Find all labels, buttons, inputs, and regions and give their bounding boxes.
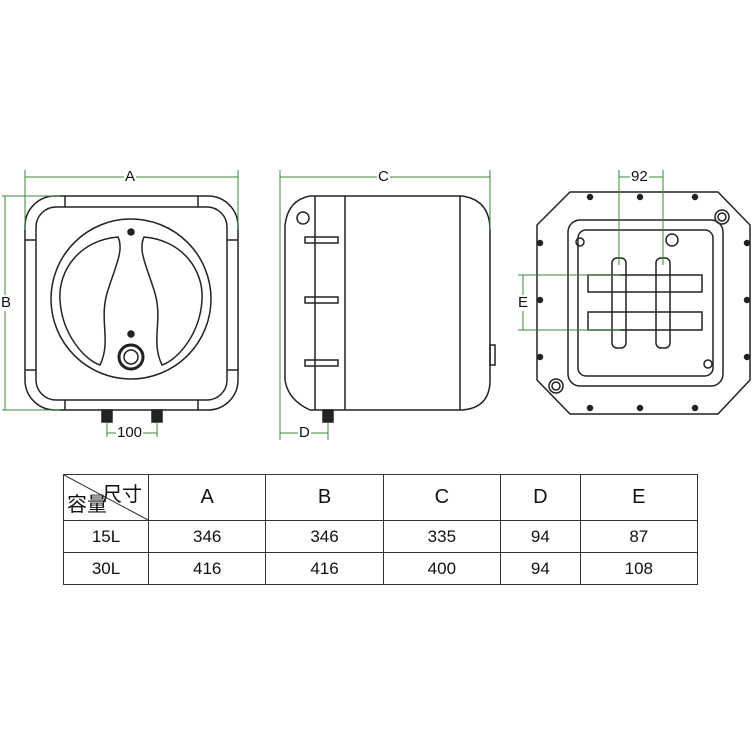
capacity-cell: 30L [63, 552, 149, 585]
column-header: C [382, 474, 502, 521]
diagram-drawings [2, 170, 751, 440]
back-view [536, 191, 751, 415]
value-cell: 346 [147, 520, 267, 553]
column-header: A [147, 474, 267, 521]
dimension-label-d: D [298, 424, 311, 441]
value-cell: 346 [265, 520, 384, 553]
column-header: D [500, 474, 581, 521]
side-view [284, 195, 496, 423]
corner-label-size: 尺寸 [102, 484, 142, 506]
dimension-table: 尺寸 容量 A B C D E 15L 346 346 335 94 87 30… [63, 474, 699, 585]
value-cell: 108 [579, 552, 699, 585]
dimension-label-e: E [517, 294, 530, 311]
value-cell: 416 [147, 552, 267, 585]
capacity-cell: 15L [63, 520, 149, 553]
corner-label-capacity: 容量 [67, 494, 107, 516]
column-header: B [265, 474, 384, 521]
value-cell: 416 [265, 552, 384, 585]
value-cell: 400 [382, 552, 502, 585]
value-cell: 94 [500, 552, 581, 585]
table-corner-cell: 尺寸 容量 [63, 474, 149, 521]
value-cell: 335 [382, 520, 502, 553]
table-header-row: 尺寸 容量 A B C D E [63, 474, 699, 521]
diagonal-divider [64, 475, 148, 520]
dimension-label-c: C [377, 168, 390, 185]
column-header: E [579, 474, 699, 521]
dimension-label-a: A [124, 168, 137, 185]
value-cell: 94 [500, 520, 581, 553]
dimension-lines [2, 170, 664, 440]
value-cell: 87 [579, 520, 699, 553]
dimension-label-100: 100 [116, 424, 144, 441]
table-row: 15L 346 346 335 94 87 [63, 520, 699, 553]
front-view [24, 195, 239, 423]
table-row: 30L 416 416 400 94 108 [63, 552, 699, 585]
dimension-label-b: B [0, 294, 13, 311]
dimension-label-92: 92 [630, 168, 649, 185]
